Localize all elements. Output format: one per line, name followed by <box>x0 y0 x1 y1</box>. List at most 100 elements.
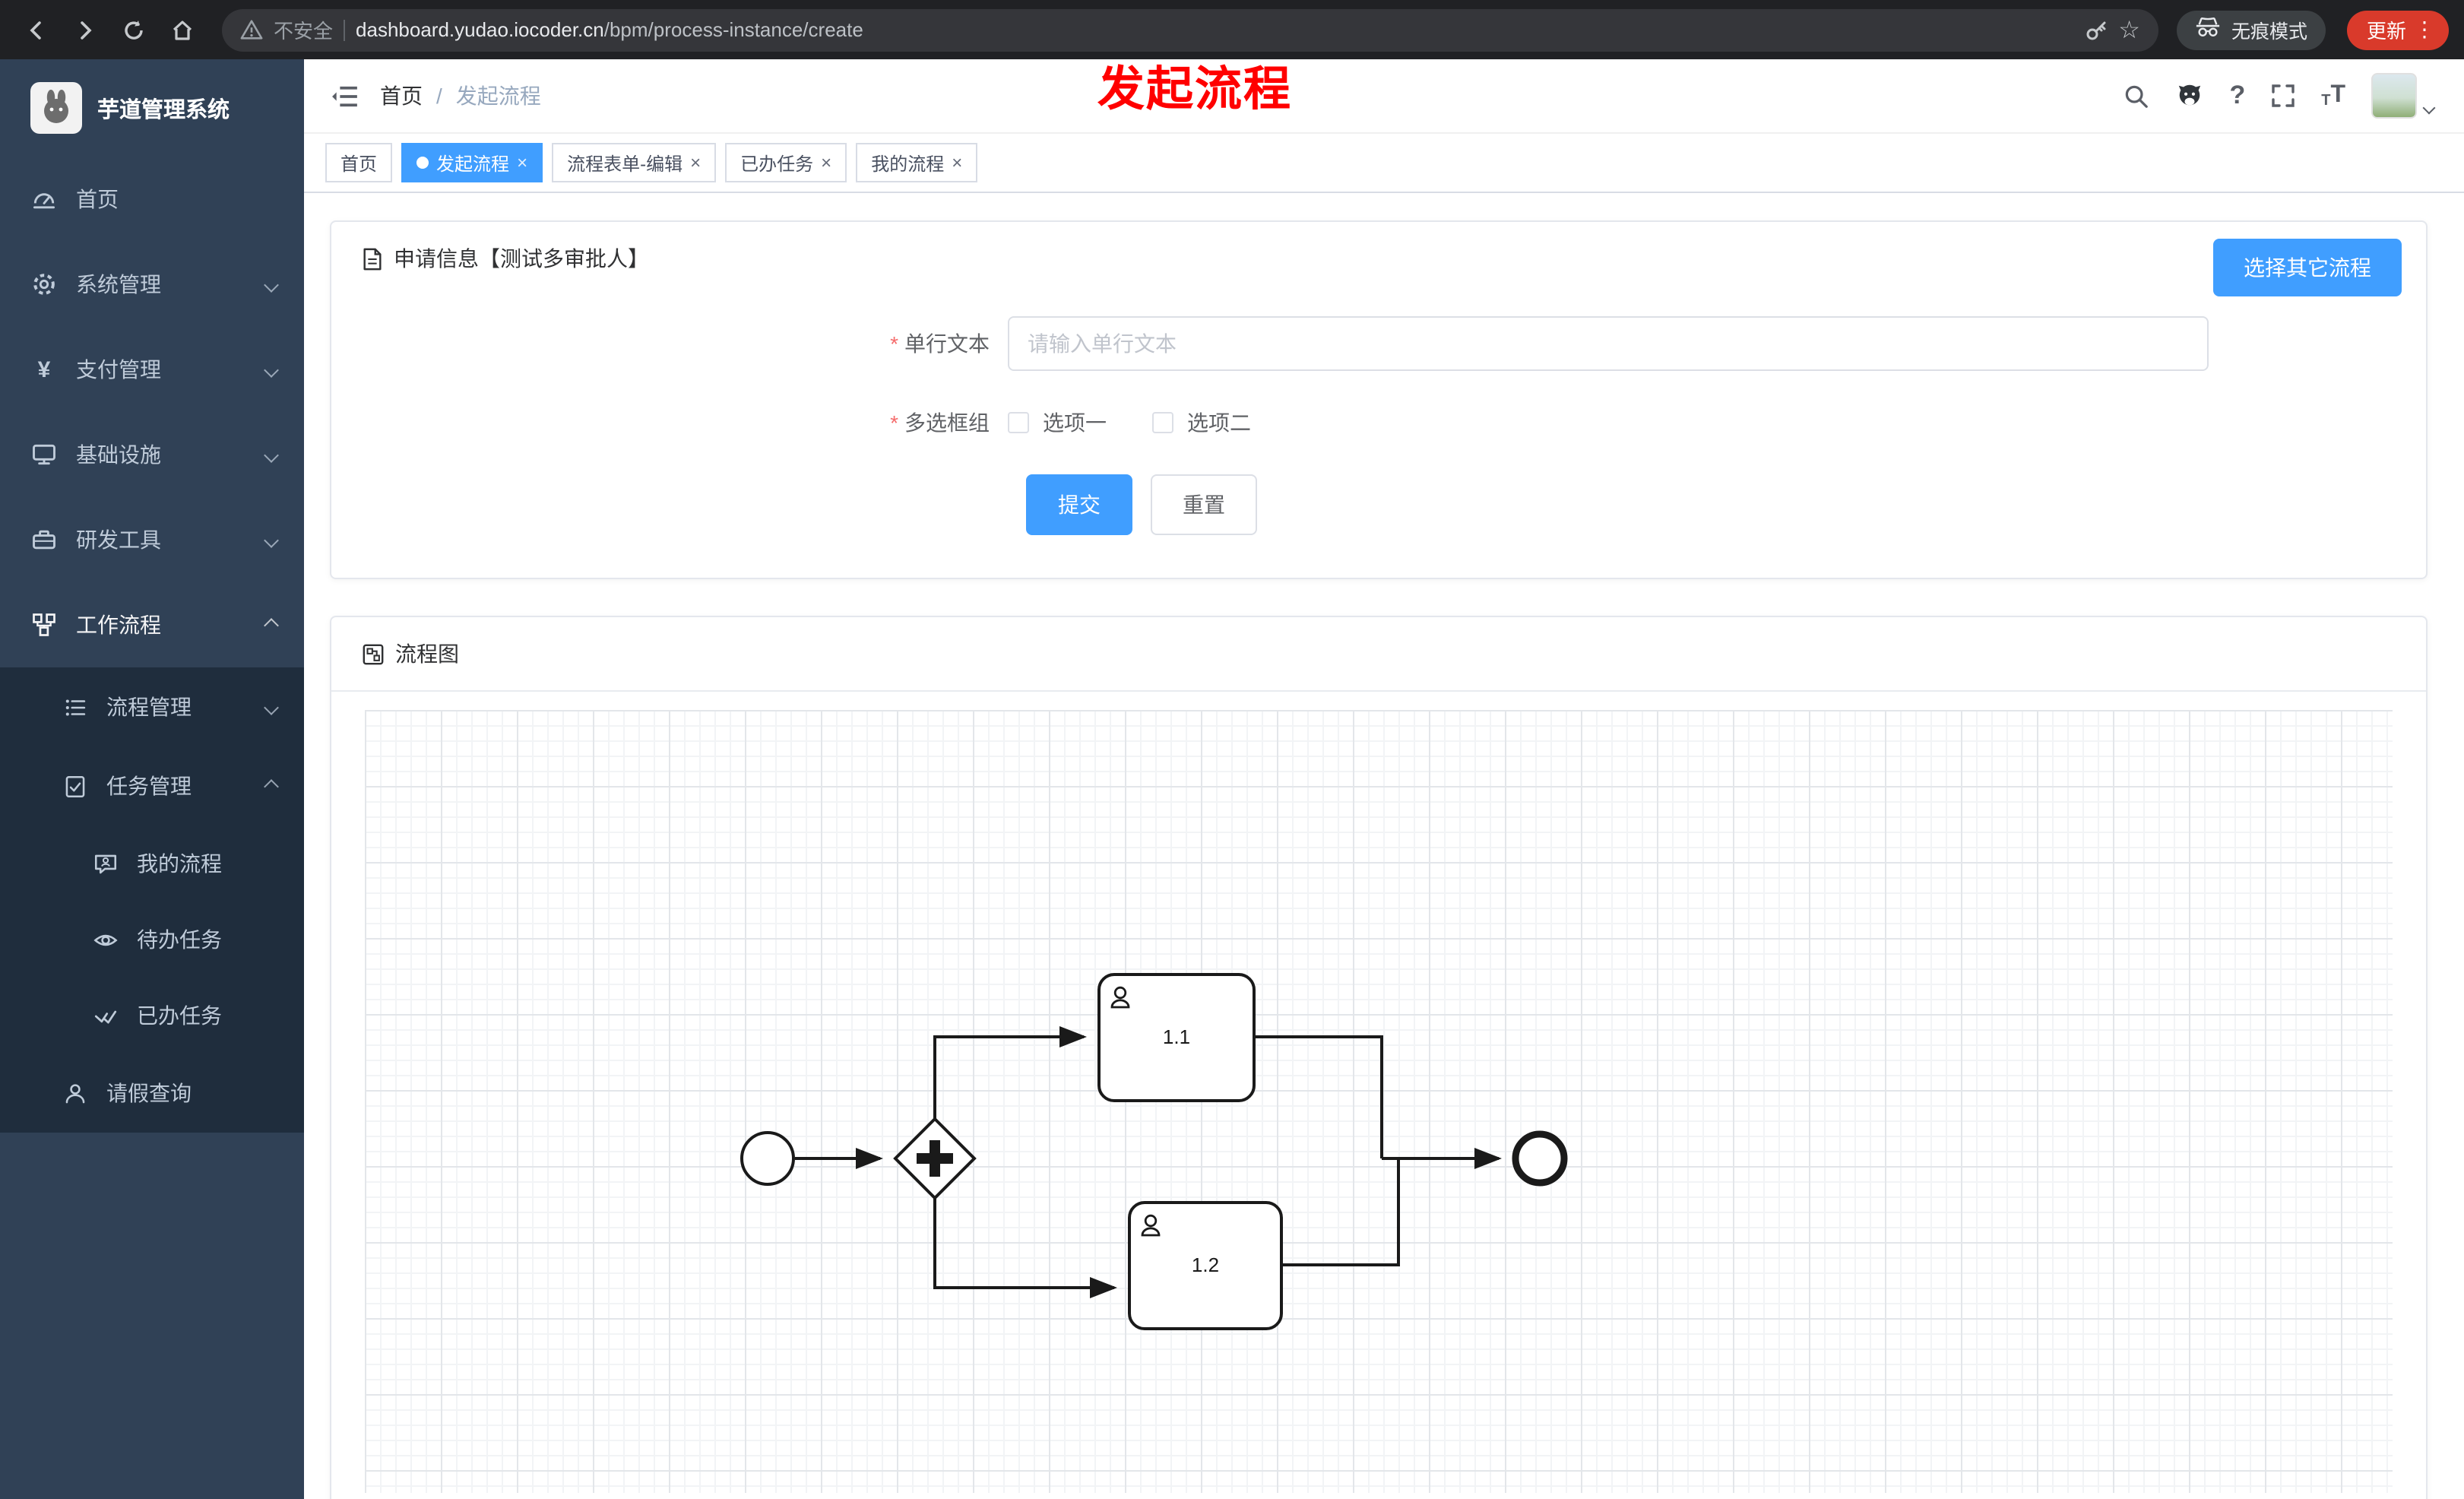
form-row-checkbox-group: *多选框组 选项一 选项二 <box>331 407 2426 438</box>
field-label: *多选框组 <box>890 410 990 435</box>
close-icon[interactable]: × <box>517 152 528 173</box>
tab-label: 流程表单-编辑 <box>567 153 683 174</box>
submit-button[interactable]: 提交 <box>1026 474 1132 535</box>
tab-label: 首页 <box>340 153 378 174</box>
field-label: *单行文本 <box>890 331 990 356</box>
incognito-icon <box>2195 17 2221 43</box>
sidebar-item-payment[interactable]: ¥ 支付管理 <box>0 327 304 412</box>
flow-task-1-2-merge <box>1281 1158 1400 1266</box>
close-icon[interactable]: × <box>952 152 963 173</box>
browser-menu-icon[interactable]: ⋮ <box>2414 17 2435 41</box>
sidebar-item-system[interactable]: 系统管理 <box>0 242 304 327</box>
sidebar-item-my-process[interactable]: 我的流程 <box>0 826 304 902</box>
gear-icon <box>30 271 58 298</box>
checkbox-label: 选项一 <box>1043 410 1107 435</box>
checkbox-option-1[interactable]: 选项一 <box>1008 407 1107 438</box>
sidebar-item-workflow[interactable]: 工作流程 <box>0 582 304 667</box>
start-event <box>740 1131 795 1186</box>
sidebar-item-todo-tasks[interactable]: 待办任务 <box>0 902 304 978</box>
end-event <box>1512 1130 1568 1187</box>
incognito-label: 无痕模式 <box>2231 21 2307 43</box>
breadcrumb-home[interactable]: 首页 <box>380 84 423 108</box>
reload-icon[interactable] <box>112 8 155 51</box>
sidebar-item-label: 支付管理 <box>76 357 161 382</box>
tab-initiate-process[interactable]: 发起流程 × <box>401 143 543 182</box>
sequence-flows <box>795 1026 1502 1298</box>
sidebar-item-label: 系统管理 <box>76 272 161 296</box>
logo-row[interactable]: 芋道管理系统 <box>0 59 304 157</box>
sidebar-item-label: 首页 <box>76 187 119 211</box>
fullscreen-icon[interactable] <box>2271 84 2295 108</box>
forward-icon[interactable] <box>64 8 106 51</box>
warning-icon <box>240 18 263 41</box>
bookmark-star-icon[interactable]: ☆ <box>2118 17 2140 43</box>
form-actions: 提交 重置 <box>1026 474 2426 535</box>
sidebar-item-devtools[interactable]: 研发工具 <box>0 497 304 582</box>
sidebar-toggle-icon[interactable] <box>330 84 359 107</box>
eye-icon <box>91 926 119 953</box>
apply-info-card: 申请信息【测试多审批人】 选择其它流程 *单行文本 *多选框组 <box>330 220 2428 579</box>
chevron-down-icon <box>264 532 279 547</box>
password-key-icon[interactable] <box>2083 17 2108 42</box>
sidebar-item-done-tasks[interactable]: 已办任务 <box>0 978 304 1054</box>
address-bar[interactable]: 不安全 dashboard.yudao.iocoder.cn/bpm/proce… <box>222 8 2158 51</box>
tab-label: 已办任务 <box>740 153 814 174</box>
sidebar-item-infrastructure[interactable]: 基础设施 <box>0 412 304 497</box>
avatar[interactable] <box>2371 73 2417 119</box>
chevron-down-icon <box>264 699 279 715</box>
home-icon[interactable] <box>161 8 204 51</box>
search-icon[interactable] <box>2123 83 2149 109</box>
reset-button[interactable]: 重置 <box>1151 474 1257 535</box>
tab-done-tasks[interactable]: 已办任务 × <box>725 143 847 182</box>
close-icon[interactable]: × <box>690 152 702 173</box>
sidebar-item-process-management[interactable]: 流程管理 <box>0 667 304 746</box>
app-title: 芋道管理系统 <box>97 98 230 122</box>
task-label: 1.1 <box>1163 1025 1190 1048</box>
tab-process-form-edit[interactable]: 流程表单-编辑 × <box>552 143 717 182</box>
sidebar-item-label: 工作流程 <box>76 613 161 637</box>
sidebar-item-home[interactable]: 首页 <box>0 157 304 242</box>
chevron-down-icon <box>2422 101 2436 115</box>
tab-my-process[interactable]: 我的流程 × <box>856 143 978 182</box>
checkbox-box[interactable] <box>1152 412 1173 433</box>
sidebar-item-label: 任务管理 <box>106 774 192 798</box>
github-icon[interactable] <box>2174 82 2203 109</box>
sidebar-item-task-management[interactable]: 任务管理 <box>0 746 304 826</box>
tab-home[interactable]: 首页 <box>325 143 393 182</box>
url-path: /bpm/process-instance/create <box>603 18 863 41</box>
required-marker: * <box>890 331 898 356</box>
checkbox-box[interactable] <box>1008 412 1029 433</box>
browser-chrome: 不安全 dashboard.yudao.iocoder.cn/bpm/proce… <box>0 0 2464 59</box>
browser-update-button[interactable]: 更新 ⋮ <box>2346 10 2449 49</box>
apply-info-title: 申请信息【测试多审批人】 <box>394 246 649 271</box>
chat-person-icon <box>91 850 119 877</box>
incognito-badge: 无痕模式 <box>2176 10 2326 49</box>
help-icon[interactable]: ? <box>2229 81 2246 109</box>
breadcrumb: 首页 / 发起流程 <box>380 81 541 111</box>
annotation-overlay: 发起流程 <box>1097 62 1292 116</box>
select-other-process-button[interactable]: 选择其它流程 <box>2213 239 2402 296</box>
omnibox-divider <box>344 19 346 40</box>
sidebar-item-leave-query[interactable]: 请假查询 <box>0 1054 304 1133</box>
completed-tasks-icon <box>91 1002 119 1029</box>
monitor-icon <box>30 441 58 468</box>
url-text: dashboard.yudao.iocoder.cn/bpm/process-i… <box>356 18 863 41</box>
breadcrumb-separator: / <box>436 84 442 108</box>
close-icon[interactable]: × <box>821 152 832 173</box>
diagram-header: 流程图 <box>331 617 2426 692</box>
user-menu[interactable] <box>2371 73 2436 119</box>
chevron-down-icon <box>264 277 279 292</box>
flow-task-1-1-merge <box>1254 1035 1383 1158</box>
single-line-text-input[interactable] <box>1008 316 2209 371</box>
chevron-down-icon <box>264 362 279 377</box>
checkbox-option-2[interactable]: 选项二 <box>1152 407 1251 438</box>
user-task-1-1: 1.1 <box>1097 973 1256 1102</box>
flowchart-icon <box>362 642 385 665</box>
sidebar-item-label: 基础设施 <box>76 442 161 467</box>
tags-view-bar: 首页 发起流程 × 流程表单-编辑 × 已办任务 × 我的流程 × <box>304 132 2464 193</box>
user-icon <box>1110 986 1130 1009</box>
back-icon[interactable] <box>15 8 58 51</box>
